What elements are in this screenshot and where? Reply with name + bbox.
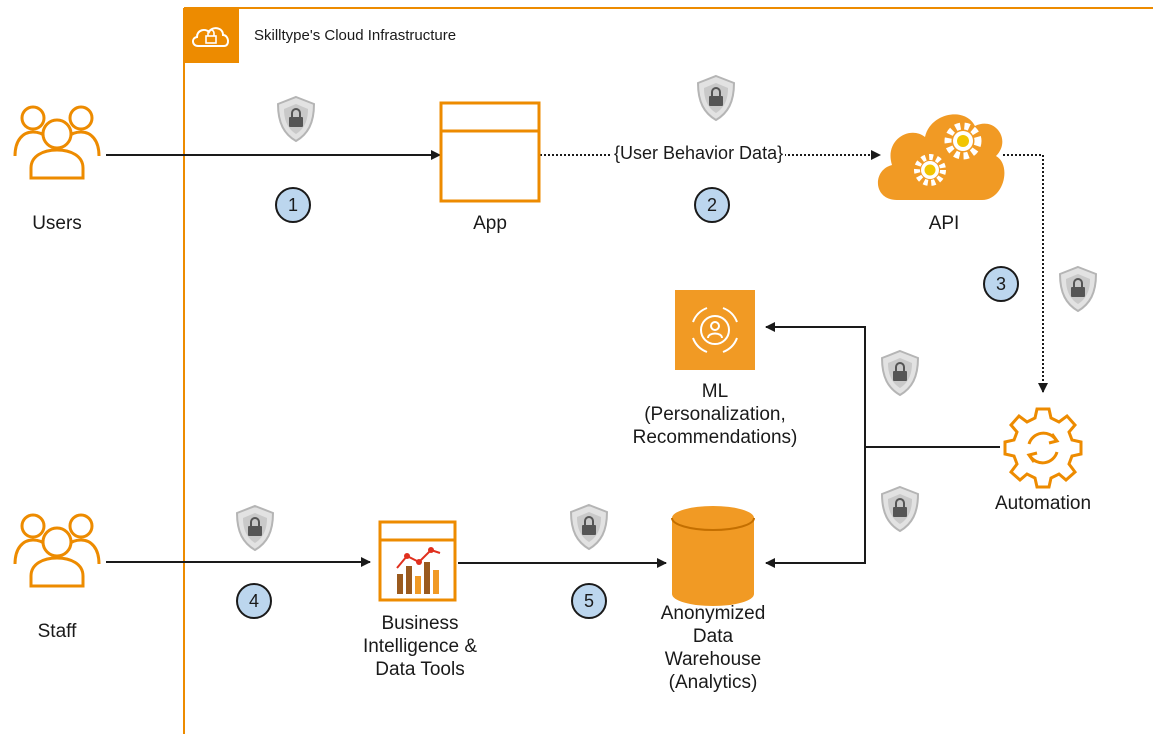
cloud-infrastructure-group (183, 7, 1153, 734)
step-badge-5: 5 (571, 583, 607, 619)
staff-label: Staff (37, 621, 77, 642)
users-label: Users (32, 213, 82, 234)
edge-label-user-behavior-data: {User Behavior Data} (612, 143, 786, 164)
ml-brain-icon (675, 290, 755, 370)
warehouse-label: Anonymized Data Warehouse (Analytics) (633, 602, 793, 694)
shield-lock-icon (1059, 266, 1097, 312)
warehouse-label-line: Warehouse (664, 649, 762, 670)
warehouse-label-line: Data (692, 626, 734, 647)
step-badge-3: 3 (983, 266, 1019, 302)
ml-label-line: Recommendations) (632, 427, 798, 448)
edge-automation-warehouse (765, 447, 866, 568)
users-group-icon (13, 513, 101, 588)
step-badge-4: 4 (236, 583, 272, 619)
step-badge-2: 2 (694, 187, 730, 223)
bi-label-line: Business (381, 613, 459, 634)
api-label: API (928, 213, 960, 234)
group-title: Skilltype's Cloud Infrastructure (254, 27, 457, 44)
cloud-lock-icon (184, 8, 239, 63)
bar-chart-icon (378, 520, 457, 602)
warehouse-label-line: (Analytics) (668, 672, 758, 693)
ml-label-line: (Personalization, (644, 404, 786, 425)
shield-lock-icon (277, 96, 315, 142)
app-label: App (473, 213, 507, 234)
shield-lock-icon (881, 350, 919, 396)
edge-automation-ml (765, 322, 1000, 448)
shield-lock-icon (697, 75, 735, 121)
bi-label-line: Intelligence & (362, 636, 478, 657)
ml-label: ML (Personalization, Recommendations) (605, 380, 825, 449)
shield-lock-icon (236, 505, 274, 551)
users-group-icon (13, 105, 101, 180)
edge-api-automation (1003, 154, 1048, 393)
ml-label-line: ML (701, 381, 729, 402)
database-cylinder-icon (671, 506, 755, 606)
warehouse-label-line: Anonymized (660, 603, 766, 624)
cloud-gears-icon (877, 114, 1005, 200)
step-badge-1: 1 (275, 187, 311, 223)
bi-label-line: Data Tools (375, 659, 465, 680)
bi-label: Business Intelligence & Data Tools (340, 612, 500, 681)
shield-lock-icon (570, 504, 608, 550)
gear-refresh-icon (1003, 407, 1083, 489)
app-window-icon (439, 101, 541, 203)
automation-label: Automation (994, 493, 1092, 514)
shield-lock-icon (881, 486, 919, 532)
